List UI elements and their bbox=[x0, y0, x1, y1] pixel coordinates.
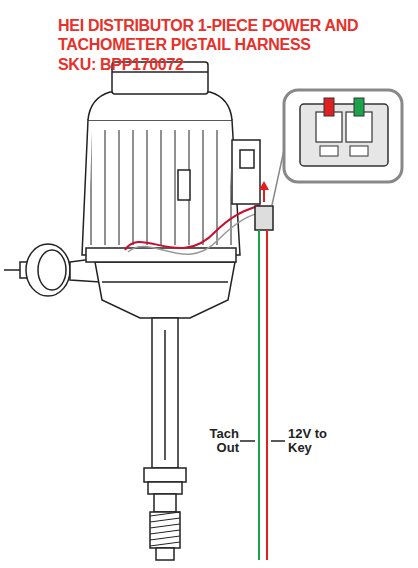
sku-number: SKU: BPP170072 bbox=[58, 55, 403, 74]
connector-inset bbox=[272, 90, 402, 205]
distributor-cap bbox=[82, 62, 260, 262]
gear-tooth bbox=[150, 512, 180, 516]
gear-tooth bbox=[150, 542, 180, 546]
internal-wire bbox=[125, 205, 260, 250]
gear-tooth bbox=[150, 524, 180, 528]
gear-teeth bbox=[150, 512, 180, 546]
internal-wire bbox=[128, 212, 262, 254]
gear-tooth bbox=[150, 530, 180, 534]
distributor-shaft bbox=[144, 318, 186, 560]
pigtail-plug bbox=[255, 181, 273, 230]
leader-line bbox=[271, 440, 285, 442]
leader-line bbox=[240, 440, 255, 442]
title: HEI DISTRIBUTOR 1-PIECE POWER AND TACHOM… bbox=[58, 16, 403, 54]
wire-label: 12V to Key bbox=[287, 427, 349, 455]
tach-wire bbox=[258, 230, 260, 560]
gear-tooth bbox=[150, 518, 180, 522]
wire-label: Tach Out bbox=[192, 427, 240, 455]
power-wire bbox=[266, 230, 268, 560]
gear-tooth bbox=[150, 536, 180, 540]
